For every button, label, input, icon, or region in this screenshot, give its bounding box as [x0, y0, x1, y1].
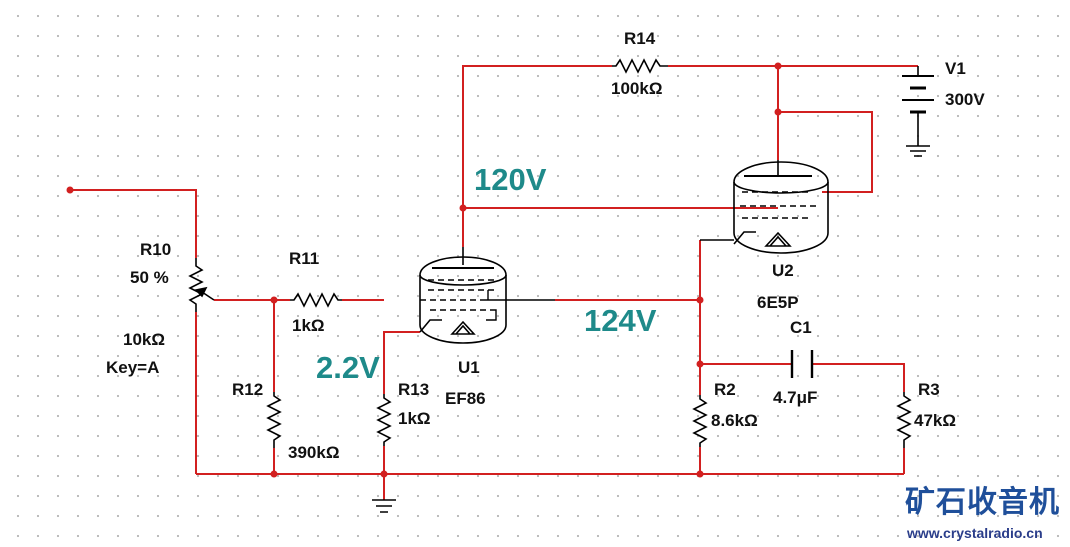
junction-dot — [696, 360, 704, 368]
junction-dot — [696, 470, 704, 478]
r13-resistor — [376, 394, 392, 446]
r13-ref-label: R13 — [398, 380, 430, 399]
wires — [70, 65, 918, 500]
r12-resistor — [266, 392, 282, 448]
r10-potentiometer — [188, 258, 215, 312]
r10-ref-label: R10 — [140, 240, 172, 259]
r10-resistance-label: 10kΩ — [123, 330, 165, 349]
r2-value-label: 8.6kΩ — [711, 411, 758, 430]
r14-value-label: 100kΩ — [611, 79, 663, 98]
wire-input — [70, 189, 197, 258]
wire-c1 — [700, 363, 905, 474]
screen-voltage-label: 124V — [584, 303, 657, 338]
junction-dot — [774, 108, 782, 116]
ground-symbol — [372, 499, 396, 513]
r2-resistor — [692, 395, 708, 447]
r12-ref-label: R12 — [232, 380, 264, 399]
u2-ref-label: U2 — [772, 261, 794, 280]
wire-cathode — [383, 331, 420, 474]
u2-part-label: 6E5P — [757, 293, 799, 312]
r3-ref-label: R3 — [918, 380, 940, 399]
watermark-url: www.crystalradio.cn — [907, 525, 1043, 541]
anode-voltage-label: 120V — [474, 162, 547, 197]
r10-key-label: Key=A — [106, 358, 160, 377]
r3-resistor — [896, 392, 912, 448]
junctions — [66, 62, 782, 478]
r11-resistor — [290, 292, 342, 308]
r3-value-label: 47kΩ — [914, 411, 956, 430]
v1-battery — [902, 66, 934, 157]
r11-ref-label: R11 — [289, 249, 320, 268]
junction-dot — [270, 296, 278, 304]
u1-part-label: EF86 — [445, 389, 486, 408]
u2-tuning-tube — [700, 160, 829, 254]
u1-ref-label: U1 — [458, 358, 480, 377]
r14-resistor — [612, 58, 668, 74]
junction-dot — [270, 470, 278, 478]
r12-value-label: 390kΩ — [288, 443, 340, 462]
c1-value-label: 4.7μF — [773, 388, 818, 407]
wire-anode-top — [462, 65, 918, 247]
cathode-voltage-label: 2.2V — [316, 350, 380, 385]
r11-value-label: 1kΩ — [292, 316, 325, 335]
junction-dot — [459, 204, 467, 212]
junction-dot — [774, 62, 782, 70]
r14-ref-label: R14 — [624, 29, 656, 48]
c1-capacitor — [790, 350, 814, 378]
u1-pentode-tube — [419, 247, 555, 344]
v1-value-label: 300V — [945, 90, 985, 109]
v1-ref-label: V1 — [945, 59, 966, 78]
r2-ref-label: R2 — [714, 380, 736, 399]
wire-u2-target — [778, 111, 873, 193]
r13-value-label: 1kΩ — [398, 409, 431, 428]
junction-dot — [380, 470, 388, 478]
junction-dot — [66, 186, 74, 194]
junction-dot — [696, 296, 704, 304]
r10-setting-label: 50 % — [130, 268, 169, 287]
c1-ref-label: C1 — [790, 318, 812, 337]
watermark-title: 矿石收音机 — [905, 485, 1060, 520]
